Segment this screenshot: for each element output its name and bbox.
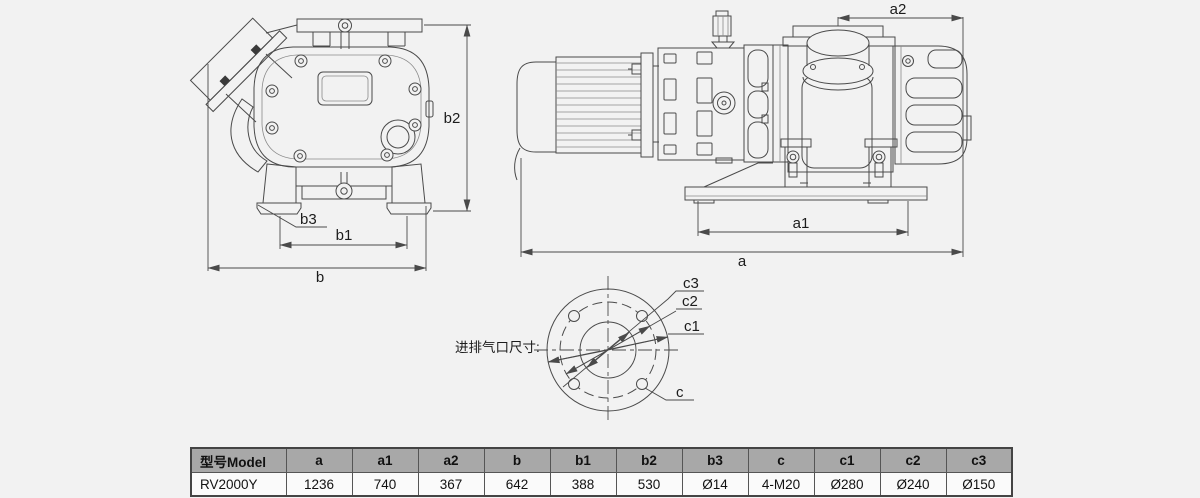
port-dimensions: c3 c2 c1 c [547, 275, 704, 401]
table-cell-a1: 740 [351, 472, 419, 497]
dim-label-b3: b3 [300, 211, 317, 228]
dim-label-c: c [676, 384, 684, 401]
table-cell-model: RV2000Y [190, 472, 287, 497]
dim-label-b: b [316, 269, 324, 286]
table-header-b1: b1 [549, 447, 617, 473]
gear-housing [657, 10, 745, 164]
front-view: b b1 b2 b3 [189, 17, 471, 286]
oil-sight-glass [712, 91, 736, 115]
table-cell-b3: Ø14 [681, 472, 749, 497]
mount-brackets [780, 138, 898, 188]
table-cell-a: 1236 [285, 472, 353, 497]
dimensions-table: 型号Model a a1 a2 b b1 b2 b3 c c1 c2 c3 RV… [190, 447, 1013, 497]
bore-circle [579, 321, 637, 379]
table-cell-b1: 388 [549, 472, 617, 497]
front-dimensions: b b1 b2 b3 [207, 24, 471, 286]
table-cell-a2: 367 [417, 472, 485, 497]
bolt-hole [636, 310, 648, 322]
table-header-a: a [285, 447, 353, 473]
table-header-c: c [747, 447, 815, 473]
flange-outer-circle [546, 288, 670, 412]
technical-drawing: b b1 b2 b3 [189, 1, 972, 424]
bolt-circle [559, 301, 657, 399]
side-view: a2 a1 a [514, 1, 972, 270]
pump-body [780, 25, 898, 188]
table-cell-b: 642 [483, 472, 551, 497]
motor [514, 52, 659, 181]
port-caption: 进排气口尺寸: [455, 340, 540, 355]
bolt-hole [636, 378, 648, 390]
dim-label-a1: a1 [793, 215, 810, 232]
dim-label-a2: a2 [890, 1, 907, 18]
port-view: 进排气口尺寸: [455, 275, 704, 424]
breather-plug [710, 10, 736, 49]
table-header-a2: a2 [417, 447, 485, 473]
left-foot [262, 163, 297, 204]
inlet-port-flange [802, 57, 874, 85]
dim-label-c2: c2 [682, 293, 698, 310]
table-header-c1: c1 [813, 447, 881, 473]
table-cell-b2: 530 [615, 472, 683, 497]
right-foot [391, 163, 426, 204]
side-arm [230, 98, 268, 173]
inlet-port-top [806, 29, 870, 57]
side-dimensions: a2 a1 a [520, 1, 964, 270]
table-cell-c3: Ø150 [945, 472, 1013, 497]
table-header-c3: c3 [945, 447, 1013, 473]
dim-label-b1: b1 [336, 227, 353, 244]
dim-label-c3: c3 [683, 275, 699, 292]
table-header-a1: a1 [351, 447, 419, 473]
bolt-hole [568, 378, 580, 390]
base-plate [684, 162, 928, 204]
table-row: RV2000Y 1236 740 367 642 388 530 Ø14 4-M… [190, 472, 1013, 497]
bolt-hole [568, 310, 580, 322]
nameplate-window [317, 71, 373, 106]
table-header-row: 型号Model a a1 a2 b b1 b2 b3 c c1 c2 c3 [190, 447, 1013, 473]
inlet-flange [189, 17, 288, 113]
table-header-c2: c2 [879, 447, 947, 473]
oil-port [380, 119, 416, 155]
table-cell-c1: Ø280 [813, 472, 881, 497]
dim-label-c1: c1 [684, 318, 700, 335]
cover-bolts [265, 54, 422, 163]
table-header-b: b [483, 447, 551, 473]
table-cell-c2: Ø240 [879, 472, 947, 497]
table-header-model: 型号Model [190, 447, 287, 473]
end-cover [894, 45, 972, 165]
table-header-b3: b3 [681, 447, 749, 473]
top-bolt [338, 18, 352, 33]
table-cell-c: 4-M20 [747, 472, 815, 497]
dim-label-b2: b2 [444, 110, 461, 127]
ribbed-section [743, 44, 789, 163]
table-header-b2: b2 [615, 447, 683, 473]
top-plate [296, 18, 423, 33]
dim-label-a: a [738, 253, 747, 270]
